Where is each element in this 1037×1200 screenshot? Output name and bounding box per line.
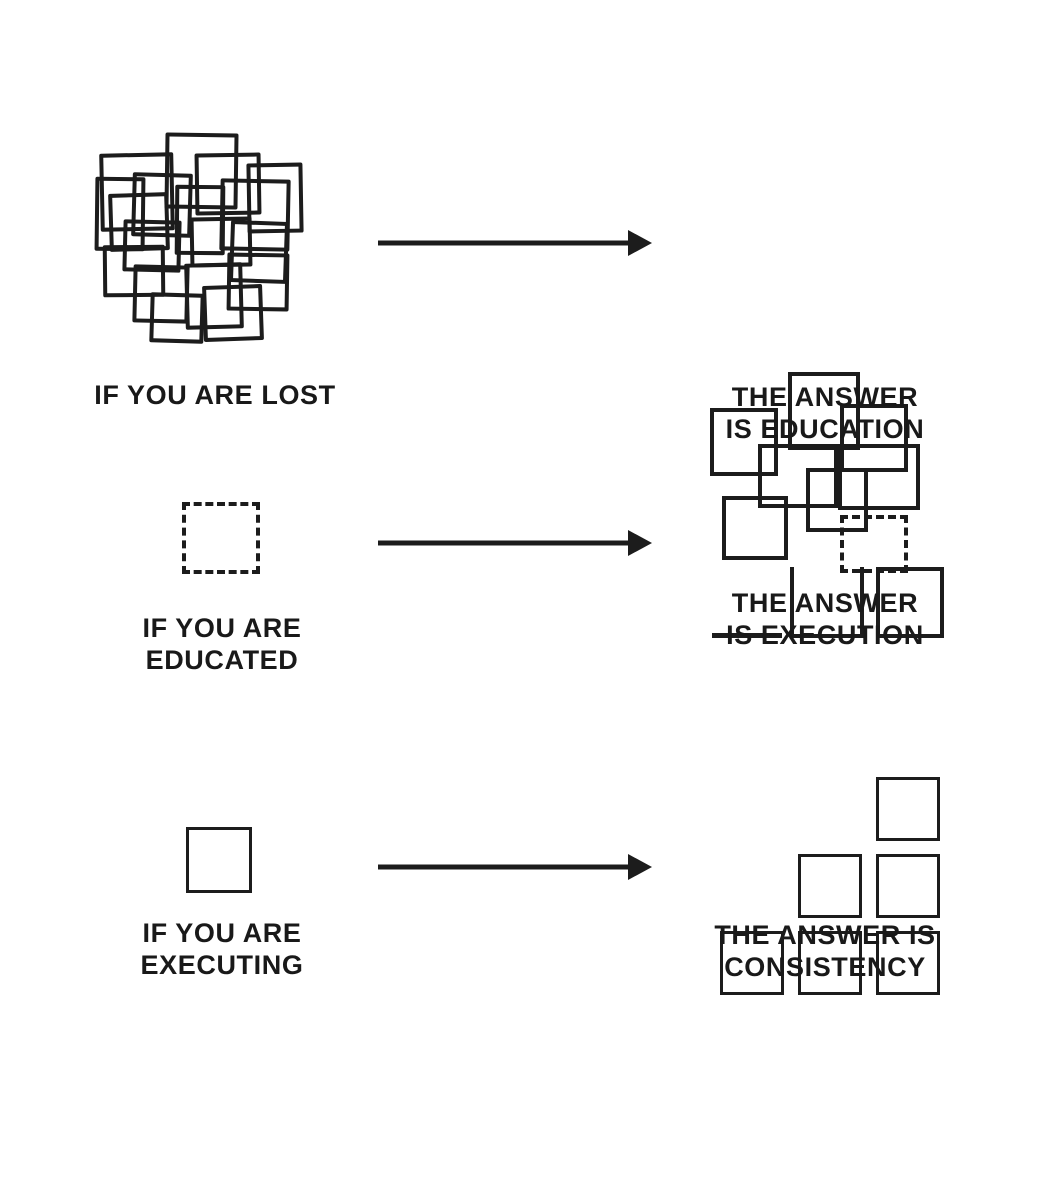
organized-square [710, 408, 778, 476]
stack-square-mid-right [876, 854, 940, 918]
chaos-square [149, 292, 205, 344]
stack-square-bottom-center [798, 931, 862, 995]
organized-square-dashed [840, 515, 908, 573]
square-build-progression-figure [710, 567, 945, 642]
staircase-square-stack-figure [718, 777, 948, 995]
organized-square [840, 404, 908, 472]
chaos-square [202, 283, 264, 343]
caption-if-you-are-educated: IF YOU ARE EDUCATED [142, 613, 302, 675]
caption-the-answer-is-execution: THE ANSWER IS EXECUTION [726, 588, 924, 650]
arrow-educated-to-execution [378, 525, 653, 561]
arrow-head-icon [628, 854, 652, 880]
stack-square-top-right [876, 777, 940, 841]
caption-if-you-are-lost: IF YOU ARE LOST [94, 380, 336, 410]
arrow-shaft [378, 864, 630, 870]
caption-the-answer-is-education: THE ANSWER IS EDUCATION [725, 382, 925, 444]
arrow-lost-to-education [378, 225, 653, 261]
arrow-head-icon [628, 230, 652, 256]
progression-stage-square [876, 567, 944, 638]
organized-square [758, 444, 838, 508]
stack-square-bottom-left [720, 931, 784, 995]
solid-square [186, 827, 252, 893]
progression-stage-u-shape [790, 567, 864, 638]
progression-stage-line [712, 633, 782, 638]
organized-square [722, 496, 788, 560]
arrow-head-icon [628, 530, 652, 556]
single-solid-square-figure [186, 827, 266, 907]
organized-square [806, 468, 868, 532]
organized-square [788, 372, 860, 450]
stack-square-mid-center [798, 854, 862, 918]
organized-squares-figure [710, 368, 930, 583]
caption-the-answer-is-consistency: THE ANSWER IS CONSISTENCY [714, 920, 936, 982]
arrow-shaft [378, 540, 630, 546]
arrow-shaft [378, 240, 630, 246]
arrow-executing-to-consistency [378, 849, 653, 885]
row-lost-education: IF YOU ARE LOST THE ANSWER IS EDUCATION [0, 0, 1037, 573]
caption-if-you-are-executing: IF YOU ARE EXECUTING [140, 918, 304, 980]
organized-square [838, 444, 920, 510]
row-educated-execution: IF YOU ARE EDUCATED THE ANSWER IS EXECUT… [0, 0, 1037, 675]
single-dashed-square-figure [182, 502, 262, 582]
stack-square-bottom-right [876, 931, 940, 995]
dashed-square [182, 502, 260, 574]
row-executing-consistency: IF YOU ARE EXECUTING THE ANSWER IS CONSI… [0, 0, 1037, 995]
